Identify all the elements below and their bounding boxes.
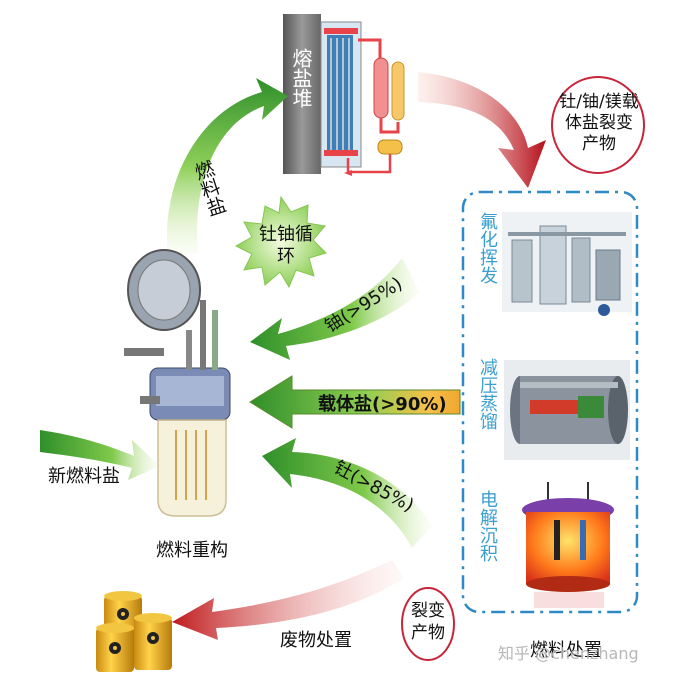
- fuel-reconstruction-label: 燃料重构: [156, 540, 228, 561]
- molten-salt-reactor-graphic: [283, 14, 405, 176]
- waste-disposal-label: 废物处置: [280, 630, 352, 651]
- thorium-arrow: [262, 438, 432, 548]
- process-fluoride-volatility: 氟化挥发: [477, 212, 498, 284]
- carrier-salt-arrow-label: 载体盐(>90%): [318, 394, 447, 415]
- fission-products-bubble: [401, 587, 455, 661]
- process-vacuum-distillation: 减压蒸馏: [477, 358, 498, 430]
- processing-box: [461, 190, 639, 614]
- red-arrow-to-waste: [172, 560, 404, 640]
- reconstruction-vessel-graphic: [124, 249, 231, 517]
- fluoride-volatility-equipment: [502, 212, 632, 316]
- red-arrow-to-processing: [418, 72, 546, 188]
- electro-deposition-equipment: [522, 482, 614, 608]
- watermark: 知乎 @chenzhang: [498, 644, 639, 663]
- green-arrow-fuel-salt: [166, 78, 288, 256]
- waste-barrels-graphic: [96, 591, 172, 672]
- new-fuel-salt-arrow: [40, 430, 160, 480]
- carrier-salt-arrow: [249, 375, 461, 429]
- fission-products-label: 裂变产物: [411, 601, 445, 643]
- uranium-arrow: [250, 258, 420, 360]
- new-fuel-salt-label: 新燃料盐: [48, 466, 120, 487]
- reactor-label: 熔盐堆: [289, 48, 313, 108]
- process-electro-deposition: 电解沉积: [477, 490, 498, 562]
- products-bubble: [551, 76, 645, 174]
- fuel-processing-label: 燃料处置: [530, 640, 602, 661]
- vacuum-distillation-equipment: [504, 360, 630, 460]
- products-bubble-label: 钍/铀/镁载体盐裂变产物: [559, 92, 639, 154]
- cycle-label: 钍铀循环: [259, 224, 313, 267]
- thorium-uranium-cycle-star: [234, 195, 327, 289]
